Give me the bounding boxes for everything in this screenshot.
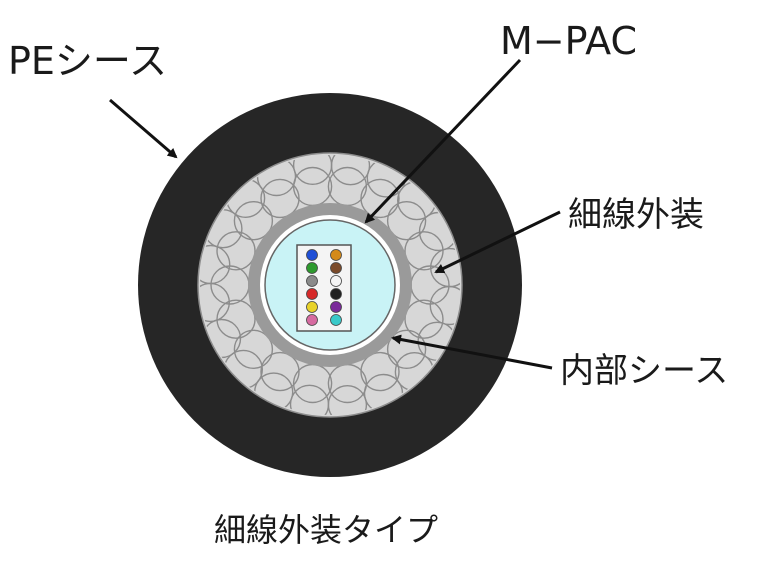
- fine-wire-armor-arrow: [434, 210, 561, 274]
- pe-sheath-label: PEシース: [8, 39, 168, 83]
- armor-wire: [233, 329, 274, 369]
- diagram-caption: 細線外装タイプ: [214, 511, 439, 549]
- armor-wire: [386, 329, 427, 369]
- armor-wire: [360, 178, 400, 219]
- armor-wire: [404, 231, 444, 271]
- fine-wire-armor-label: 細線外装: [568, 195, 704, 235]
- optical-fiber: [306, 249, 318, 261]
- armor-wire: [360, 351, 400, 392]
- optical-fiber: [330, 275, 342, 287]
- inner-sheath-arrow: [391, 334, 553, 370]
- armor-wire: [200, 244, 231, 285]
- optical-fiber: [306, 301, 318, 313]
- armor-wire: [260, 178, 300, 219]
- optical-fiber: [330, 249, 342, 261]
- armor-wire: [330, 155, 371, 186]
- fiber-array: [306, 249, 342, 326]
- optical-fiber: [330, 314, 342, 326]
- armor-wire: [216, 299, 256, 339]
- fiber-ribbon-holder: [296, 244, 352, 332]
- armor-wire: [289, 384, 330, 415]
- m-pac-label: M−PAC: [500, 19, 637, 63]
- optical-fiber: [306, 275, 318, 287]
- pe-sheath-arrow: [109, 98, 178, 159]
- optical-fiber: [306, 314, 318, 326]
- optical-fiber: [306, 288, 318, 300]
- optical-fiber: [330, 262, 342, 274]
- armor-wire: [386, 200, 427, 241]
- optical-fiber: [306, 262, 318, 274]
- armor-wire: [430, 247, 460, 288]
- m-pac-arrow: [364, 58, 522, 224]
- armor-wire: [233, 200, 274, 241]
- inner-sheath-label: 内部シース: [560, 351, 729, 391]
- armor-wire: [260, 351, 300, 392]
- armor-wire: [404, 299, 444, 339]
- optical-fiber: [330, 288, 342, 300]
- optical-fiber: [330, 301, 342, 313]
- armor-wire: [216, 231, 256, 271]
